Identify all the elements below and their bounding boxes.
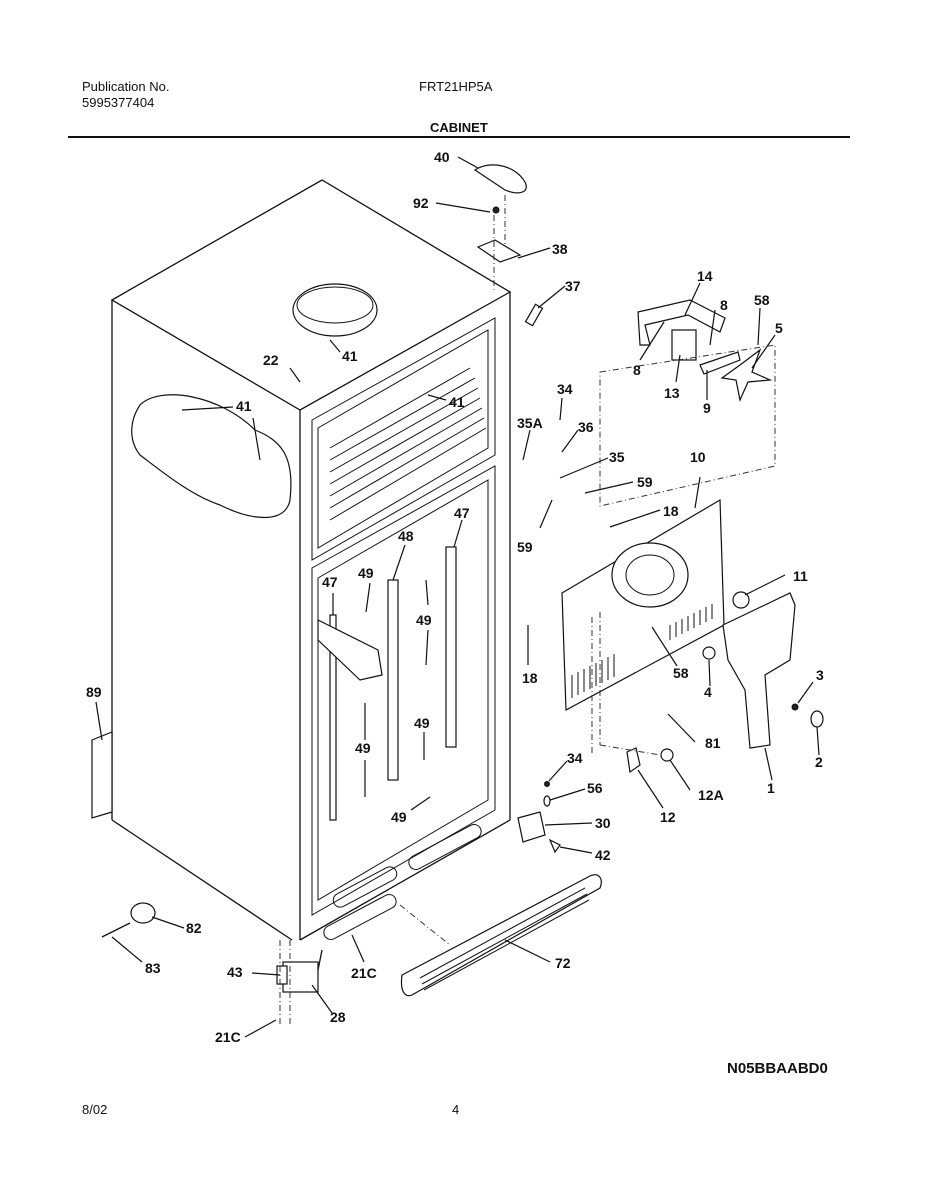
callout-10: 10 — [690, 449, 706, 465]
diagram-code: N05BBAABD0 — [727, 1060, 828, 1077]
bottom-hinge-assembly — [517, 781, 561, 854]
callout-1: 1 — [767, 780, 775, 796]
callout-14: 14 — [697, 268, 713, 284]
publication-label: Publication No. — [82, 79, 170, 94]
callout-8-left: 8 — [633, 362, 641, 378]
callout-41-left: 41 — [236, 398, 252, 414]
callout-22: 22 — [263, 352, 279, 368]
callout-41-top: 41 — [342, 348, 358, 364]
callout-36: 36 — [578, 419, 594, 435]
callout-47-right: 47 — [454, 505, 470, 521]
callout-83: 83 — [145, 960, 161, 976]
callout-92: 92 — [413, 195, 429, 211]
shelf-supports — [317, 546, 457, 821]
callout-89: 89 — [86, 684, 102, 700]
callout-48: 48 — [398, 528, 414, 544]
callout-37: 37 — [565, 278, 581, 294]
control-panel-assembly — [561, 498, 824, 774]
callout-8-top: 8 — [720, 297, 728, 313]
model-number: FRT21HP5A — [419, 79, 493, 94]
callout-47-left: 47 — [322, 574, 338, 590]
callout-40: 40 — [434, 149, 450, 165]
callout-4: 4 — [704, 684, 712, 700]
top-hinge-assembly — [473, 164, 544, 327]
callout-3: 3 — [816, 667, 824, 683]
publication-number: 5995377404 — [82, 95, 155, 110]
callout-34-top: 34 — [557, 381, 573, 397]
callout-49-c: 49 — [414, 715, 430, 731]
callout-41-right: 41 — [449, 394, 465, 410]
kick-plate — [399, 874, 602, 997]
callout-82: 82 — [186, 920, 202, 936]
callout-28: 28 — [330, 1009, 346, 1025]
callout-72: 72 — [555, 955, 571, 971]
callout-59-right: 59 — [637, 474, 653, 490]
fan-motor-assembly — [599, 299, 776, 507]
callout-12a: 12A — [698, 787, 724, 803]
callout-2: 2 — [815, 754, 823, 770]
callout-18-bottom: 18 — [522, 670, 538, 686]
callout-49-d: 49 — [355, 740, 371, 756]
callout-11: 11 — [793, 568, 808, 584]
header-rule — [68, 136, 850, 138]
page-number: 4 — [452, 1102, 460, 1117]
callout-13: 13 — [664, 385, 680, 401]
callout-9: 9 — [703, 400, 711, 416]
callout-35a: 35A — [517, 415, 543, 431]
callout-21c-bottom: 21C — [215, 1029, 241, 1045]
callout-30: 30 — [595, 815, 611, 831]
callout-5: 5 — [775, 320, 783, 336]
callout-12: 12 — [660, 809, 676, 825]
callout-49-a: 49 — [358, 565, 374, 581]
callout-34-bottom: 34 — [567, 750, 583, 766]
roller-assembly — [101, 902, 323, 1025]
callout-43: 43 — [227, 964, 243, 980]
callout-59-left: 59 — [517, 539, 533, 555]
callout-58-bottom: 58 — [673, 665, 689, 681]
callout-56: 56 — [587, 780, 603, 796]
callout-58-top: 58 — [754, 292, 770, 308]
callout-labels: 40 92 38 37 14 8 58 5 8 13 9 22 41 41 41… — [86, 149, 824, 1045]
callout-81: 81 — [705, 735, 721, 751]
callout-49-e: 49 — [391, 809, 407, 825]
footer-date: 8/02 — [82, 1102, 108, 1117]
callout-42: 42 — [595, 847, 611, 863]
callout-38: 38 — [552, 241, 568, 257]
callout-35: 35 — [609, 449, 625, 465]
callout-49-b: 49 — [416, 612, 432, 628]
cabinet-body — [91, 179, 512, 941]
callout-21c-top: 21C — [351, 965, 377, 981]
section-title: CABINET — [430, 120, 488, 135]
leader-lines — [95, 156, 820, 1038]
callout-18-top: 18 — [663, 503, 679, 519]
